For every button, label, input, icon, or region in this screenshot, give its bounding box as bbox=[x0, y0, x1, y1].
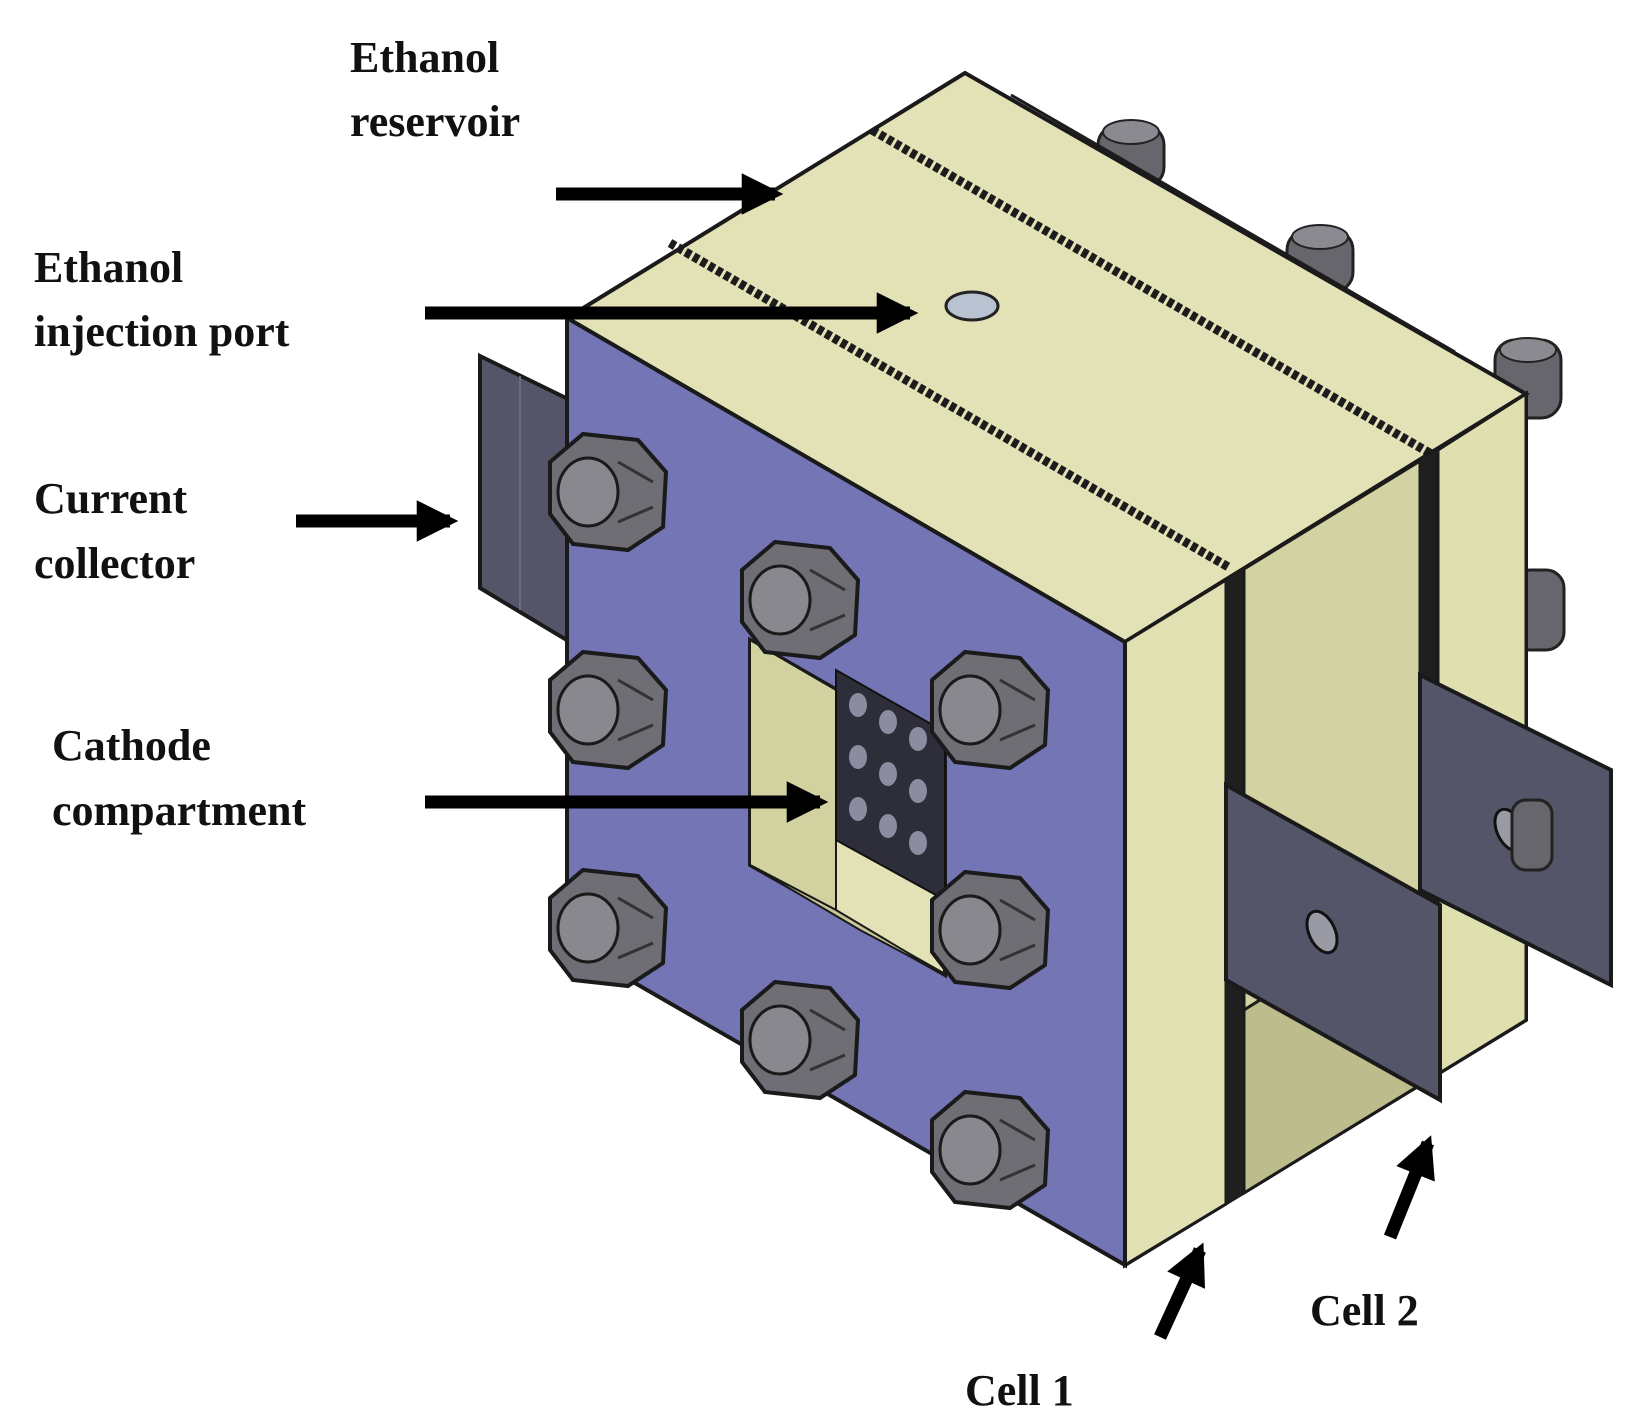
front-plate bbox=[565, 314, 1127, 1269]
bolt-front-4 bbox=[930, 649, 1051, 771]
labels: Ethanol reservoir Ethanol injection port… bbox=[34, 33, 1419, 1415]
label-cathode-compartment-line1: Cathode bbox=[52, 721, 211, 770]
label-injection-port-line2: injection port bbox=[34, 307, 290, 356]
bolt-front-7 bbox=[740, 979, 861, 1101]
injection-port-hole bbox=[944, 290, 1000, 322]
label-cell-1: Cell 1 bbox=[965, 1366, 1074, 1415]
bolt-side-2 bbox=[1510, 798, 1554, 872]
bolt-front-3 bbox=[548, 649, 669, 771]
bolt-front-6 bbox=[930, 869, 1051, 991]
arrow-cell-1 bbox=[1154, 1242, 1206, 1340]
front-bolts bbox=[548, 431, 1051, 1211]
arrow-cell-2 bbox=[1383, 1135, 1435, 1240]
bolt-front-5 bbox=[548, 867, 669, 989]
label-cathode-compartment-line2: compartment bbox=[52, 786, 306, 835]
label-injection-port-line1: Ethanol bbox=[34, 243, 183, 292]
bolt-front-2 bbox=[740, 539, 861, 661]
label-ethanol-reservoir-line2: reservoir bbox=[350, 97, 520, 146]
label-current-collector-line2: collector bbox=[34, 539, 195, 588]
label-ethanol-reservoir-line1: Ethanol bbox=[350, 33, 499, 82]
label-cell-2: Cell 2 bbox=[1310, 1286, 1419, 1335]
current-collector-cell1 bbox=[1224, 781, 1442, 1104]
arrows bbox=[296, 173, 1435, 1340]
label-current-collector-line1: Current bbox=[34, 474, 188, 523]
cathode-holes bbox=[849, 693, 927, 855]
bolt-front-1 bbox=[548, 431, 669, 553]
bolt-front-8 bbox=[930, 1089, 1051, 1211]
